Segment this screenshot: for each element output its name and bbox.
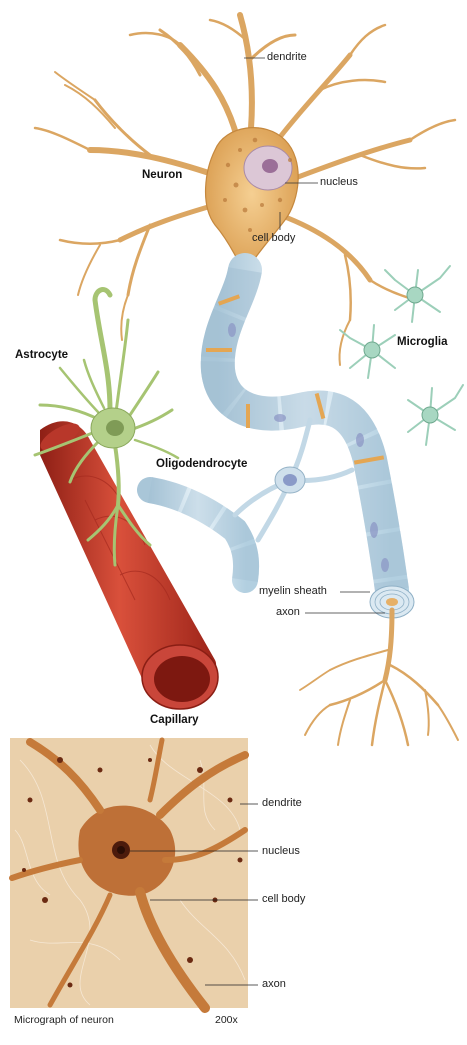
label-astrocyte: Astrocyte (15, 349, 68, 362)
micrograph-label-dendrite: dendrite (262, 797, 302, 810)
label-dendrite: dendrite (267, 51, 307, 64)
micrograph-label-cell-body: cell body (262, 893, 305, 906)
axon-terminals (300, 610, 458, 745)
micrograph-label-axon: axon (262, 978, 286, 991)
label-cell-body: cell body (252, 232, 295, 245)
label-nucleus: nucleus (320, 176, 358, 189)
micrograph-caption: Micrograph of neuron (14, 1014, 114, 1026)
label-oligodendrocyte: Oligodendrocyte (156, 458, 247, 471)
label-axon: axon (276, 606, 300, 619)
micrograph-label-nucleus: nucleus (262, 845, 300, 858)
microglia-2 (340, 325, 395, 378)
label-microglia: Microglia (397, 336, 447, 349)
label-neuron: Neuron (142, 169, 182, 182)
neuron-nucleolus (262, 159, 278, 173)
label-capillary: Capillary (150, 714, 199, 727)
neuron-cell-body (206, 128, 299, 275)
oligodendrocyte (150, 420, 352, 580)
label-myelin-sheath: myelin sheath (259, 585, 327, 598)
micrograph-image (10, 738, 258, 1008)
microglia-3 (408, 385, 463, 445)
magnification-label: 200x (215, 1014, 238, 1026)
